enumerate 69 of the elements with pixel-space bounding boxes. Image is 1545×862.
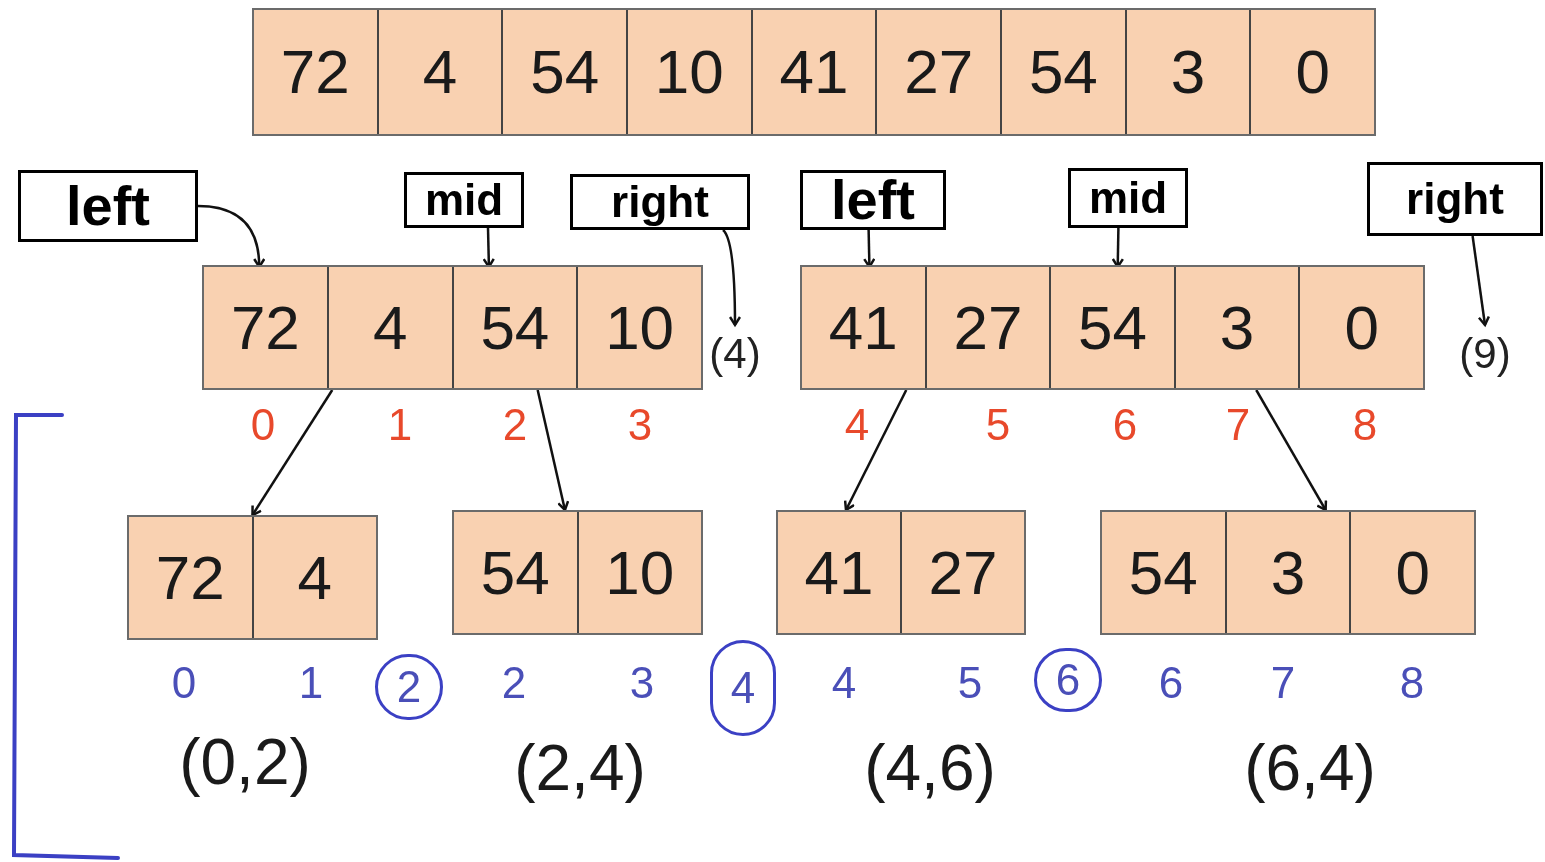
- bound-text: (9): [1452, 325, 1518, 383]
- pointer-label: mid: [1068, 168, 1188, 228]
- array-box: [452, 510, 703, 635]
- array-cell: 4: [376, 10, 502, 134]
- array-cell: 3: [1124, 10, 1250, 134]
- array-cell: 10: [576, 267, 701, 388]
- array-cell: 0: [1298, 267, 1423, 388]
- array-box: [202, 265, 703, 390]
- array-cell: 10: [576, 512, 701, 633]
- index-number: 5: [985, 403, 1011, 447]
- array-cell: 72: [254, 10, 377, 134]
- array-cell: 41: [778, 512, 900, 633]
- index-number: 8: [1399, 661, 1425, 705]
- index-number: 6: [1112, 403, 1138, 447]
- pointer-label: left: [18, 170, 198, 242]
- array-cell: 72: [129, 517, 252, 638]
- index-number: 0: [171, 661, 197, 705]
- array-cell: 54: [1000, 10, 1125, 134]
- array-cell: 10: [626, 10, 751, 134]
- array-cell: 27: [924, 267, 1050, 388]
- array-cell: 3: [1173, 267, 1299, 388]
- array-box: [776, 510, 1026, 635]
- index-number: 7: [1270, 661, 1296, 705]
- array-cell: 27: [875, 10, 1001, 134]
- index-number: 5: [957, 661, 983, 705]
- circled-number: 4: [710, 640, 776, 736]
- index-number: 3: [627, 403, 653, 447]
- index-number: 1: [387, 403, 413, 447]
- circled-number: 2: [375, 654, 443, 720]
- arrow: [843, 389, 908, 512]
- pointer-label: right: [570, 174, 750, 230]
- array-box: [252, 8, 1376, 136]
- pointer-label: left: [800, 170, 946, 230]
- pointer-label: mid: [404, 172, 524, 228]
- array-box: [127, 515, 378, 640]
- index-number: 0: [250, 403, 276, 447]
- arrow: [536, 389, 570, 512]
- array-box: [800, 265, 1425, 390]
- array-cell: 54: [1049, 267, 1174, 388]
- array-cell: 54: [1102, 512, 1225, 633]
- index-number: 8: [1352, 403, 1378, 447]
- array-cell: 27: [900, 512, 1024, 633]
- bound-text: (4): [704, 325, 766, 383]
- array-cell: 54: [454, 512, 577, 633]
- array-cell: 4: [326, 267, 452, 388]
- index-number: 3: [629, 661, 655, 705]
- array-cell: 0: [1349, 512, 1474, 633]
- array-cell: 41: [802, 267, 925, 388]
- index-number: 2: [502, 403, 528, 447]
- array-cell: 41: [750, 10, 876, 134]
- index-number: 6: [1158, 661, 1184, 705]
- arrow: [722, 229, 742, 327]
- array-box: [1100, 510, 1476, 635]
- array-cell: 54: [501, 10, 626, 134]
- index-number: 7: [1225, 403, 1251, 447]
- array-cell: 72: [204, 267, 327, 388]
- index-number: 4: [831, 661, 857, 705]
- arrow: [1255, 389, 1328, 512]
- index-number: 2: [501, 661, 527, 705]
- array-cell: 0: [1249, 10, 1375, 134]
- index-number: 4: [844, 403, 870, 447]
- array-cell: 3: [1224, 512, 1350, 633]
- pointer-label: right: [1367, 162, 1543, 236]
- array-cell: 4: [251, 517, 376, 638]
- circled-number: 6: [1034, 648, 1102, 712]
- arrow: [1471, 235, 1491, 327]
- array-cell: 54: [451, 267, 577, 388]
- index-number: 1: [298, 661, 324, 705]
- arrow: [251, 389, 334, 517]
